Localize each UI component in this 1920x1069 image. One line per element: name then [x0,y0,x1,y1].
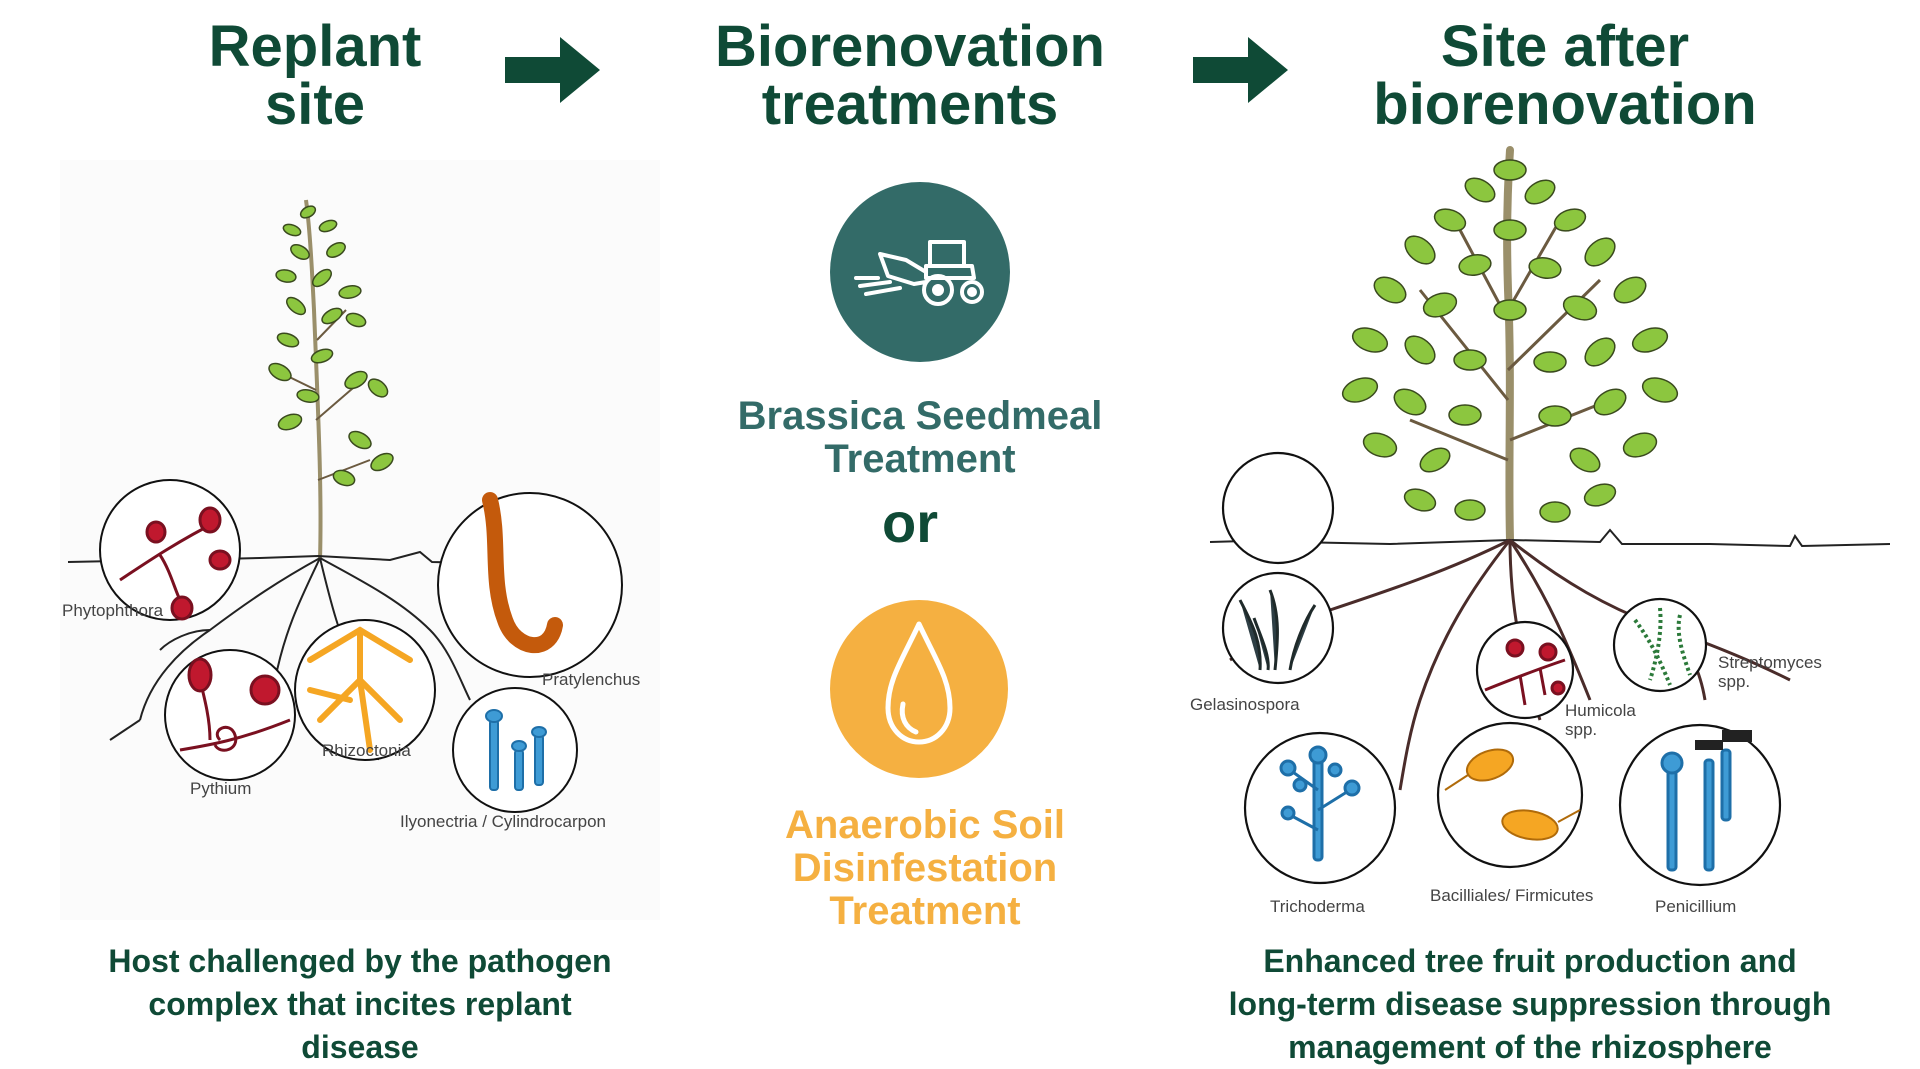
organism-label: Pythium [190,779,251,798]
organism-label: Phytophthora [62,601,164,620]
tractor-icon [854,240,984,306]
or-connector: or [882,491,938,554]
right-arrow-icon [1193,37,1288,103]
label-line: Disinfestation [792,846,1058,890]
rhizoctonia-organism-drawing [307,626,413,753]
pythium-organism-drawing [179,657,291,752]
caption-line: long-term disease suppression through [1228,986,1832,1022]
tree-trunk [1503,146,1514,544]
tree-canopy-leaves [1341,159,1679,523]
heading-biorenovation-treatments: Biorenovation treatments [680,18,1140,134]
organism-label: Trichoderma [1270,897,1365,916]
sapling-trunk [304,199,323,561]
asd-treatment-label: Anaerobic Soil Disinfestation Treatment [740,804,1110,933]
gelasinospora-organism-drawing [1238,589,1317,671]
heading-replant-site: Replant site [150,18,480,134]
pythium-bubble [164,649,296,781]
label-line: Brassica Seedmeal [737,394,1103,438]
caption-line: Enhanced tree fruit production and [1263,943,1797,979]
caption-line: management of the rhizosphere [1288,1029,1772,1065]
pratylenchus-bubble [437,492,623,678]
sapling-leaves [268,205,394,487]
renovated-caption: Enhanced tree fruit production and long-… [1170,940,1890,1069]
organism-label: Rhizoctonia [322,741,411,760]
heading-line: site [265,72,365,137]
caption-line: disease [301,1029,419,1065]
organism-label: Ilyonectria / Cylindrocarpon [400,812,606,831]
heading-line: biorenovation [1373,72,1757,137]
label-line: Anaerobic Soil [784,803,1066,847]
replant-caption: Host challenged by the pathogen complex … [40,940,680,1069]
renovated-site-illustration [1209,146,1890,791]
replant-site-illustration: Phytophthora Pythium Rhizoctonia Pratyle… [60,160,660,920]
tractor-circle [830,182,1010,362]
water-drop-icon [885,621,953,745]
organism-label: spp. [1718,672,1750,691]
caption-line: Host challenged by the pathogen [108,943,612,979]
gelasinospora-bubble-ring [1221,451,1335,565]
bacilliales-organism-drawing [1444,748,1581,841]
phytophthora-organism-drawing [119,506,232,621]
organism-label: Penicillium [1655,897,1736,916]
drop-circle [830,600,1008,778]
penicillium-bubble [1618,723,1782,887]
heading-line: Site after [1440,14,1690,79]
pratylenchus-organism-drawing [482,492,563,653]
brassica-treatment-label: Brassica Seedmeal Treatment [720,395,1120,481]
beneficial-organisms: Gelasinospora Humicola spp. Streptomyces… [1190,571,1822,916]
organism-label: Streptomyces [1718,653,1822,672]
heading-site-after-biorenovation: Site after biorenovation [1330,18,1800,134]
organism-label: Humicola [1565,701,1636,720]
organism-label: Gelasinospora [1190,695,1300,714]
heading-line: treatments [761,72,1059,137]
organism-label: Pratylenchus [542,670,640,689]
bacilliales-bubble [1436,721,1584,869]
organism-label: Bacilliales/ Firmicutes [1430,886,1593,905]
label-line: Treatment [824,437,1016,481]
right-arrow-icon [505,37,600,103]
ilyonectria-organism-drawing [485,709,547,791]
humicola-organism-drawing [1484,638,1566,706]
heading-line: Biorenovation [715,14,1105,79]
label-line: Treatment [829,889,1021,933]
caption-line: complex that incites replant [148,986,572,1022]
penicillium-organism-drawing [1660,748,1732,872]
trichoderma-organism-drawing [1279,745,1361,862]
heading-line: Replant [208,14,422,79]
organism-label: spp. [1565,720,1597,739]
streptomyces-organism-drawing [1633,607,1692,686]
